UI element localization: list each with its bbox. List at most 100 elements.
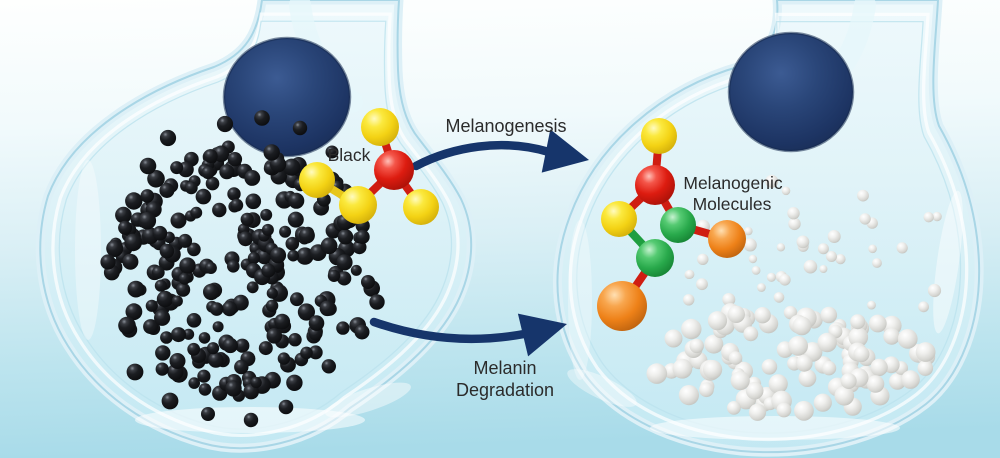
- red-atom: [635, 165, 675, 205]
- melanogenesis-arrow: [411, 129, 589, 173]
- degradation-arrowhead: [517, 313, 567, 357]
- melanin-granule: [208, 352, 224, 368]
- degraded-granule: [685, 269, 695, 279]
- melanin-granule: [183, 328, 195, 340]
- right-cell-nucleus: [727, 31, 855, 153]
- degraded-granule: [697, 253, 709, 265]
- degraded-granule: [853, 346, 870, 363]
- melanin-granule: [106, 240, 124, 257]
- orange-atom: [597, 281, 647, 331]
- melanin-granule: [178, 272, 191, 285]
- degraded-granule: [896, 242, 908, 254]
- melanin-granule: [169, 353, 186, 369]
- melanin-granule: [292, 120, 308, 136]
- melanin-granule: [125, 303, 143, 321]
- melanin-granule: [230, 198, 244, 212]
- melanogenic-molecules-label-line1: Melanogenic: [683, 173, 782, 193]
- degraded-granule: [932, 211, 942, 222]
- degraded-granule: [727, 401, 741, 415]
- degraded-granule: [794, 400, 814, 421]
- melanin-granule: [170, 212, 187, 229]
- melanogenic-molecule: [597, 118, 746, 331]
- melanin-granule: [154, 309, 171, 326]
- melanin-granule: [161, 392, 179, 410]
- degraded-granule: [792, 316, 812, 336]
- melanin-granule: [233, 294, 249, 311]
- degraded-granule: [803, 259, 818, 274]
- melanin-granule: [198, 332, 211, 344]
- melanin-granule: [171, 295, 183, 307]
- degraded-granule: [821, 361, 837, 376]
- melanin-granule: [209, 302, 224, 316]
- melanin-granule: [261, 223, 274, 236]
- degraded-granule: [901, 370, 920, 389]
- degraded-granule: [883, 328, 900, 345]
- degraded-granule: [923, 212, 934, 223]
- red-atom: [374, 150, 414, 190]
- degraded-granule: [788, 336, 808, 356]
- degraded-granule: [773, 292, 785, 303]
- degraded-granule: [754, 307, 771, 324]
- degraded-granule: [779, 274, 791, 286]
- melanin-granule: [159, 129, 177, 147]
- melanin-granule: [145, 299, 158, 312]
- melanin-granule: [277, 352, 291, 365]
- black-melanin-molecule: [299, 108, 439, 225]
- melanin-granule: [159, 243, 175, 259]
- melanin-granule: [287, 249, 300, 262]
- degraded-granule: [868, 244, 877, 254]
- degraded-granule: [743, 326, 759, 342]
- degraded-granule: [827, 230, 841, 243]
- left-cell-nucleus: [222, 36, 352, 158]
- melanogenic-molecules-label-line2: Molecules: [693, 194, 772, 214]
- degraded-granule: [681, 318, 702, 340]
- degraded-granule: [728, 351, 743, 365]
- melanin-degradation-label-line2: Degradation: [456, 380, 554, 400]
- right-cell-degraded: [557, 0, 979, 452]
- degraded-granule: [776, 402, 792, 418]
- degraded-granule: [866, 375, 885, 393]
- degraded-granule: [857, 189, 869, 202]
- glass-highlight: [650, 416, 900, 440]
- melanin-granule: [337, 229, 354, 245]
- melanin-granule: [187, 242, 201, 257]
- melanin-granule: [160, 331, 173, 344]
- melanin-granule: [225, 380, 242, 397]
- melanin-granule: [154, 279, 167, 292]
- melanin-granule: [151, 266, 165, 279]
- melanin-granule: [274, 313, 291, 330]
- melanin-granule: [187, 342, 201, 356]
- melanin-granule: [227, 187, 241, 201]
- melanin-granule: [205, 176, 220, 191]
- degraded-granule: [696, 278, 708, 291]
- melanin-granule: [122, 253, 139, 270]
- yellow-atom: [361, 108, 399, 146]
- yellow-atom: [299, 162, 335, 198]
- degraded-granule: [757, 283, 766, 292]
- melanin-granule: [288, 192, 305, 209]
- melanin-granule: [212, 202, 227, 218]
- degraded-granule: [745, 382, 764, 400]
- melanin-granule: [227, 152, 243, 167]
- melanin-granule: [290, 292, 304, 307]
- degraded-granule: [868, 314, 887, 333]
- melanin-granule: [337, 271, 352, 286]
- melanin-granule: [155, 345, 171, 361]
- degraded-granule: [915, 342, 936, 362]
- degraded-granule: [730, 371, 750, 391]
- melanin-granule: [155, 362, 169, 376]
- glass-highlight: [567, 369, 637, 407]
- melanin-granule: [270, 247, 287, 264]
- melanin-granule: [152, 225, 168, 241]
- melanin-granule: [369, 294, 385, 310]
- melanin-granule: [260, 208, 273, 221]
- melanin-granule: [138, 211, 157, 230]
- yellow-atom: [641, 118, 677, 154]
- degraded-granule: [689, 338, 704, 354]
- melanin-granule: [125, 192, 143, 210]
- degraded-granule: [850, 314, 866, 330]
- degraded-granule: [703, 360, 723, 380]
- degraded-granule: [761, 359, 778, 375]
- degraded-granule: [813, 393, 832, 412]
